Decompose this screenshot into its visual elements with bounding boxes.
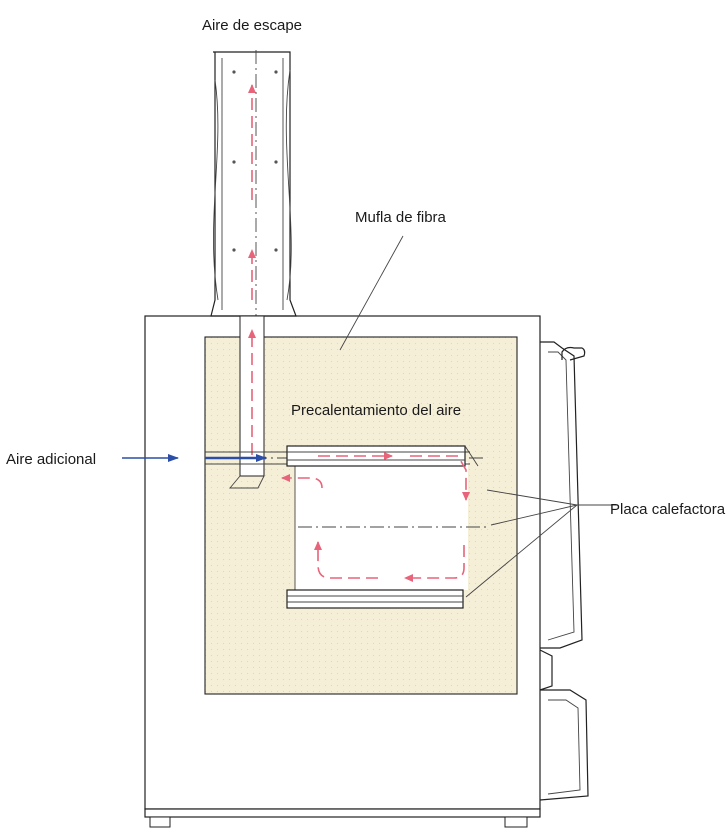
fiber-muffle-label: Mufla de fibra [355,209,447,226]
exhaust-air-label: Aire de escape [202,17,302,34]
door-handle-icon [561,346,586,361]
heating-chamber [295,462,468,590]
left-foot [149,816,171,828]
lower-heating-plate [286,589,464,609]
inner-exhaust-tube [229,315,265,489]
additional-air-label: Aire adicional [6,451,96,468]
leader-lines [339,235,618,598]
furnace-door [539,341,589,801]
heating-plate-label: Placa calefactora [610,501,726,518]
air-preheating-label: Precalentamiento del aire [291,402,461,419]
right-foot [504,816,528,828]
airflow-path [281,452,470,582]
furnace-body [144,315,541,828]
